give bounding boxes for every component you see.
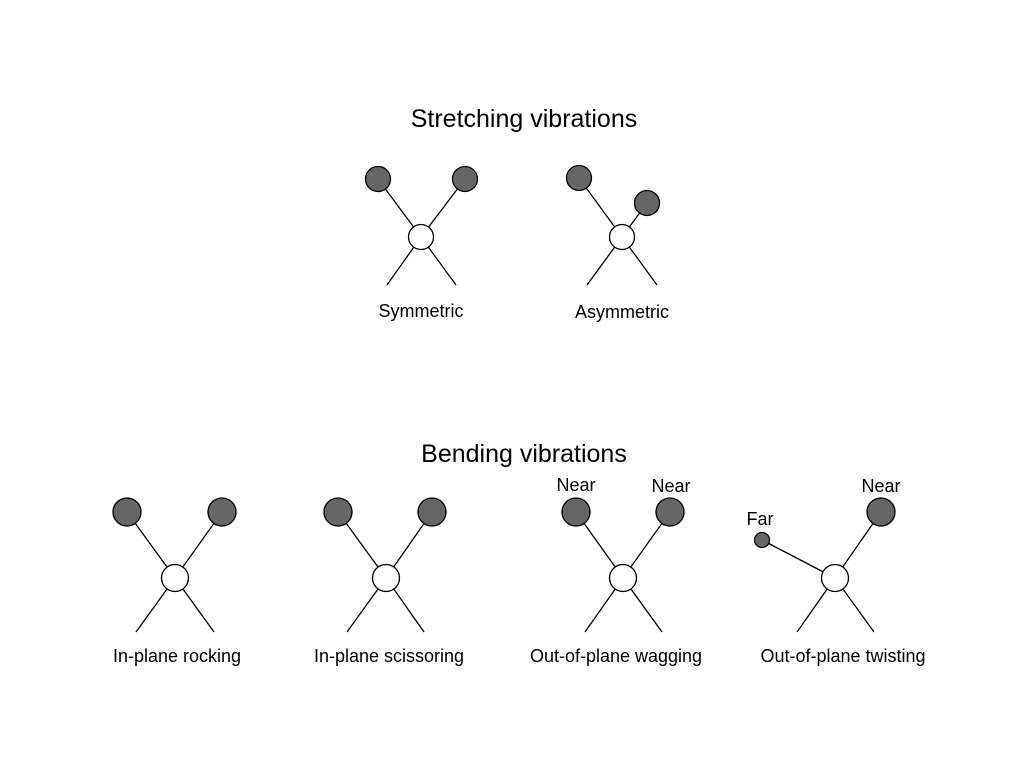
atom-tag-far: Far (747, 509, 774, 529)
center-atom (371, 563, 401, 593)
atom-tag-near: Near (861, 476, 900, 496)
molecule-in-plane-scissoring (323, 497, 447, 633)
outer-atom (561, 497, 591, 527)
center-atom (160, 563, 190, 593)
mode-label-out-of-plane-wagging: Out-of-plane wagging (530, 646, 702, 666)
center-atom (608, 223, 636, 251)
outer-atom (655, 497, 685, 527)
outer-atom (451, 165, 479, 193)
molecule-in-plane-rocking (112, 497, 237, 633)
molecule-asymmetric (565, 164, 661, 286)
outer-atom (364, 165, 392, 193)
outer-atom (417, 497, 447, 527)
bending-title: Bending vibrations (421, 440, 627, 468)
stretching-title: Stretching vibrations (411, 105, 638, 133)
molecule-out-of-plane-wagging (561, 497, 685, 633)
center-atom (820, 563, 850, 593)
atom-tag-near: Near (556, 475, 595, 495)
outer-atom (323, 497, 353, 527)
mode-label-in-plane-scissoring: In-plane scissoring (314, 646, 464, 666)
outer-atom (565, 164, 593, 192)
molecule-symmetric (364, 165, 479, 286)
molecule-out-of-plane-twisting (753, 497, 896, 633)
center-atom (608, 563, 638, 593)
mode-label-symmetric: Symmetric (379, 301, 464, 321)
outer-atom (207, 497, 237, 527)
center-atom (407, 223, 435, 251)
mode-label-in-plane-rocking: In-plane rocking (113, 646, 241, 666)
outer-atom-near (866, 497, 896, 527)
outer-atom (112, 497, 142, 527)
mode-label-out-of-plane-twisting: Out-of-plane twisting (760, 646, 925, 666)
atom-tag-near: Near (651, 476, 690, 496)
mode-label-asymmetric: Asymmetric (575, 302, 669, 322)
outer-atom-far (753, 531, 771, 549)
outer-atom (633, 189, 661, 217)
